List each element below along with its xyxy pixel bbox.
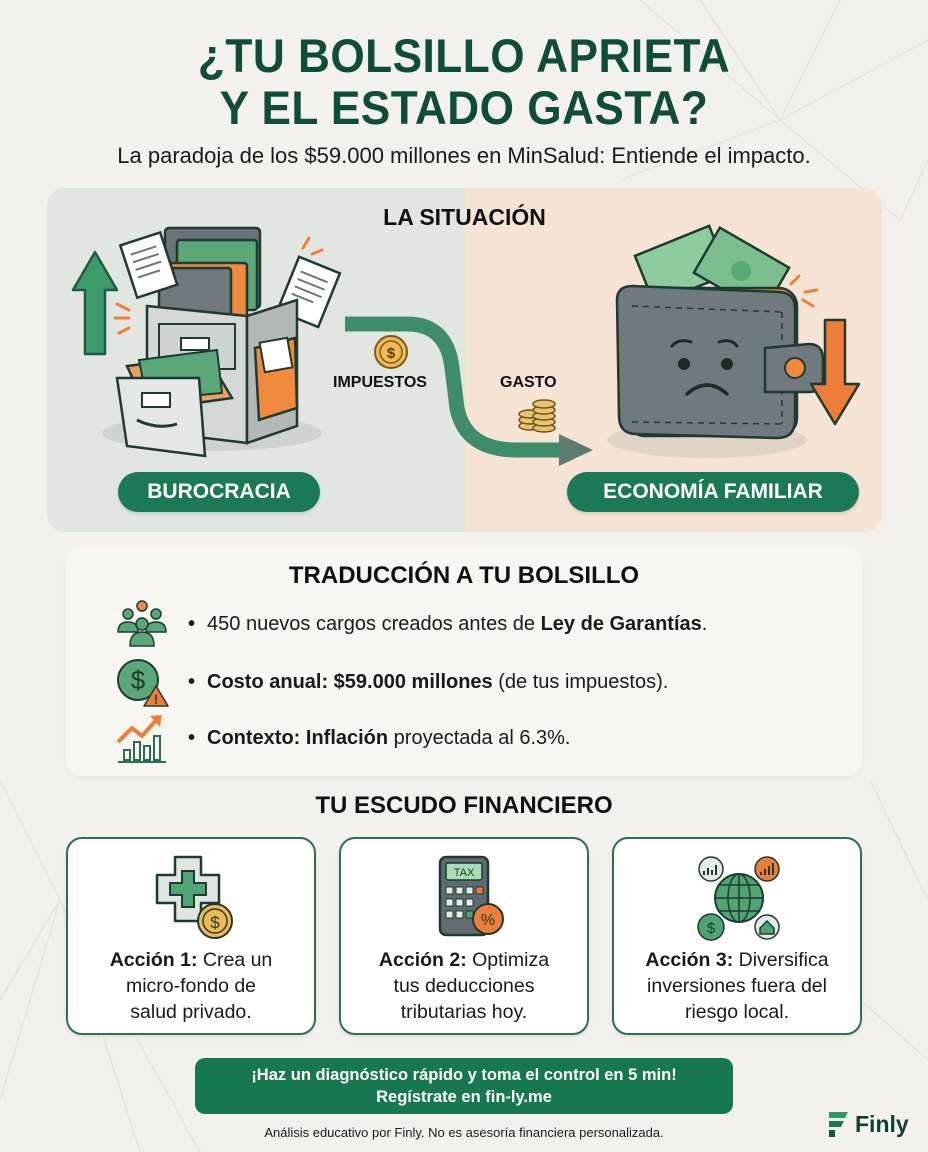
title-line-1: ¿TU BOLSILLO APRIETA: [197, 29, 731, 82]
finly-logo-icon: [829, 1112, 848, 1137]
growth-chart-icon: [116, 715, 166, 763]
people-icon: [117, 600, 167, 647]
sad-wallet-icon: [607, 224, 825, 458]
global-diversify-icon: $: [697, 856, 780, 941]
svg-text:$: $: [210, 913, 220, 932]
translation-item: •450 nuevos cargos creados antes de Ley …: [114, 598, 707, 650]
action-card-2: TAX % Acción 2: Optimiza tus deducciones…: [339, 837, 589, 1035]
action-card-text: Acción 2: Optimiza tus deducciones tribu…: [378, 949, 550, 1023]
translation-item: $ ! •Costo anual: $59.000 millones (de t…: [114, 656, 668, 708]
tax-calculator-icon: TAX %: [438, 855, 504, 937]
page-title: ¿TU BOLSILLO APRIETA Y EL ESTADO GASTA?: [28, 30, 900, 134]
svg-text:!: !: [154, 692, 158, 707]
coin-icon: $: [374, 335, 408, 369]
translation-text: •450 nuevos cargos creados antes de Ley …: [188, 612, 708, 635]
flow-arrow: [345, 316, 593, 466]
title-line-2: Y EL ESTADO GASTA?: [219, 81, 709, 134]
coin-stack-icon: [518, 399, 556, 433]
translation-text: •Contexto: Inflación proyectada al 6.3%.: [188, 726, 571, 749]
action-card-text: Acción 1: Crea un micro-fondo de salud p…: [109, 949, 273, 1023]
brand-name: Finly: [855, 1110, 909, 1137]
action-card-text: Acción 3: Diversifica inversiones fuera …: [645, 949, 829, 1023]
translation-text: •Costo anual: $59.000 millones (de tus i…: [188, 670, 669, 693]
situation-heading: LA SITUACIÓN: [383, 204, 546, 230]
flow-label-taxes: IMPUESTOS: [333, 374, 427, 391]
up-arrow-icon: [71, 250, 119, 356]
down-arrow-icon: [809, 318, 861, 426]
svg-text:$: $: [707, 920, 716, 937]
family-economy-label: ECONOMÍA FAMILIAR: [567, 472, 859, 512]
shield-heading: TU ESCUDO FINANCIERO: [315, 792, 613, 819]
svg-text:$: $: [387, 345, 396, 362]
bureaucracy-label: BUROCRACIA: [118, 472, 320, 512]
dollar-warning-icon: $ !: [117, 659, 169, 707]
brand-logo: Finly: [826, 1110, 909, 1138]
cta-signup-link[interactable]: Regístrate en fin-ly.me: [376, 1088, 552, 1106]
calculator-label: TAX: [454, 867, 475, 879]
svg-text:%: %: [481, 912, 495, 929]
translation-item: •Contexto: Inflación proyectada al 6.3%.: [114, 712, 570, 764]
page-subtitle: La paradoja de los $59.000 millones en M…: [117, 143, 811, 168]
flow-label-spend: GASTO: [500, 374, 557, 391]
situation-panel: LA SITUACIÓN: [47, 188, 882, 532]
translation-panel: TRADUCCIÓN A TU BOLSILLO •450 nuevos car…: [66, 546, 862, 776]
filing-cabinet-icon: [102, 226, 342, 458]
svg-text:$: $: [131, 665, 146, 695]
disclaimer: Análisis educativo por Finly. No es ases…: [264, 1125, 664, 1140]
action-card-3: $ Acción 3: Diversifica inversiones fuer…: [612, 837, 862, 1035]
translation-heading: TRADUCCIÓN A TU BOLSILLO: [288, 562, 640, 589]
cta-line-1: ¡Haz un diagnóstico rápido y toma el con…: [251, 1066, 677, 1084]
action-card-1: $ Acción 1: Crea un micro-fondo de salud…: [66, 837, 316, 1035]
health-cross-coin-icon: $: [155, 855, 233, 939]
cta-banner[interactable]: ¡Haz un diagnóstico rápido y toma el con…: [195, 1058, 733, 1114]
